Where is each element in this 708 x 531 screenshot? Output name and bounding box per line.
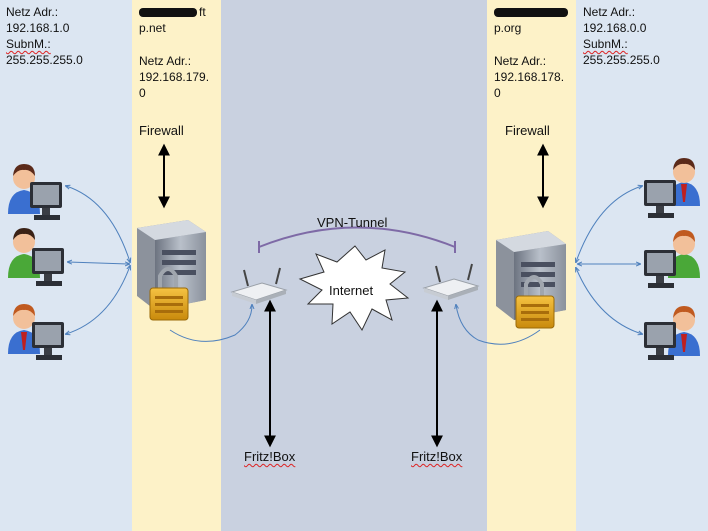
- right-lock-icon: [515, 275, 555, 329]
- vpn-tunnel-arc: [258, 226, 456, 248]
- right-computer-user-3: [644, 306, 700, 360]
- right-router-icon: [422, 263, 480, 300]
- right-lan-netz-value: 192.168.0.0: [583, 21, 647, 35]
- right-server-router-link: [456, 305, 541, 345]
- left-computer-user-3: [8, 304, 64, 360]
- left-server-hostname-tail: p.net: [139, 21, 166, 35]
- right-server-netz-value-tail: 0: [494, 86, 501, 100]
- right-server-hostname-tail: p.org: [494, 21, 522, 35]
- left-server-hostname: ft: [139, 4, 206, 20]
- right-computer-user-1: [644, 158, 700, 218]
- left-link-bottom: [66, 266, 130, 334]
- left-router-label: Fritz!Box: [244, 449, 296, 464]
- right-server-netz-value: 192.168.178.: [494, 70, 565, 84]
- right-link-top: [576, 186, 642, 262]
- left-firewall-label: Firewall: [139, 123, 184, 138]
- left-lan-netz-label: Netz Adr.:: [6, 5, 59, 19]
- left-server-router-link: [169, 305, 252, 342]
- left-lan-netz-value: 192.168.1.0: [6, 21, 70, 35]
- left-lock-icon: [149, 267, 189, 321]
- right-lan-subnet-label: SubnM.:: [583, 37, 628, 51]
- left-server-netz-value: 192.168.179.: [139, 70, 210, 84]
- left-server-netz-value-tail: 0: [139, 86, 146, 100]
- right-server-hostname: [494, 4, 570, 20]
- right-link-bottom: [576, 268, 642, 334]
- left-link-middle: [68, 262, 129, 264]
- left-link-top: [66, 186, 130, 262]
- internet-burst: [298, 245, 410, 332]
- internet-label: Internet: [329, 283, 374, 298]
- vpn-tunnel-label: VPN-Tunnel: [317, 215, 388, 230]
- right-computer-user-2: [644, 230, 700, 288]
- left-router-icon: [230, 267, 288, 304]
- right-lan-netz-label: Netz Adr.:: [583, 5, 636, 19]
- left-lan-subnet-label: SubnM.:: [6, 37, 51, 51]
- redacted-mark: [494, 8, 568, 18]
- right-firewall-label: Firewall: [505, 123, 550, 138]
- right-lan-subnet-value: 255.255.255.0: [583, 53, 660, 67]
- right-server-netz-label: Netz Adr.:: [494, 54, 547, 68]
- left-lan-subnet-value: 255.255.255.0: [6, 53, 83, 67]
- left-computer-user-1: [8, 164, 62, 220]
- left-server-netz-label: Netz Adr.:: [139, 54, 192, 68]
- left-computer-user-2: [8, 228, 64, 286]
- redacted-mark: [139, 8, 197, 18]
- right-router-label: Fritz!Box: [411, 449, 463, 464]
